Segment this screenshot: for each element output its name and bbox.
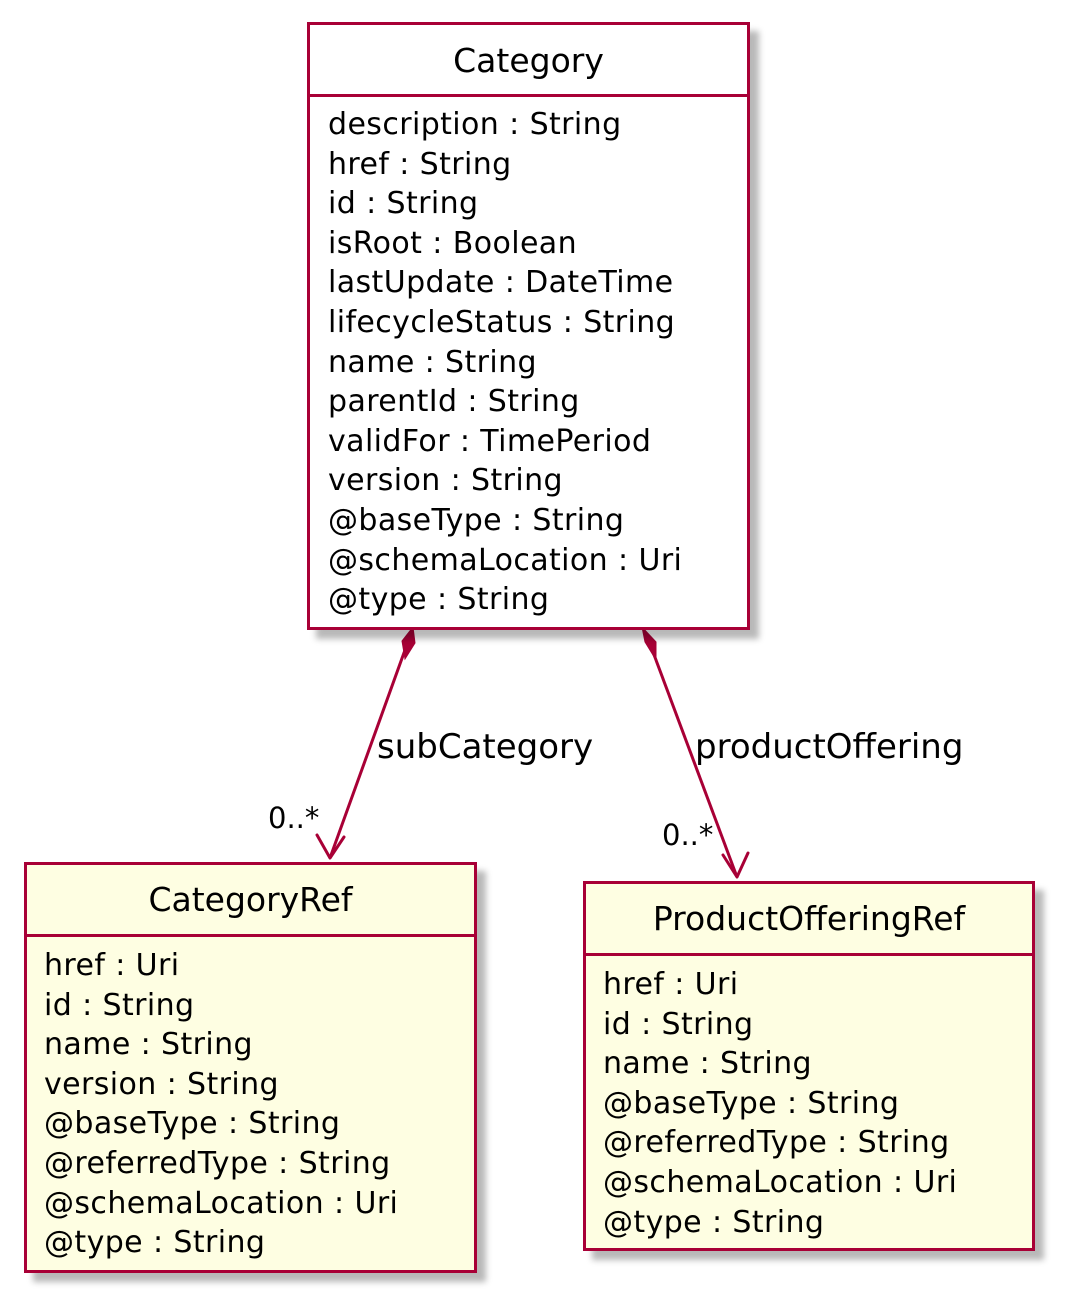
attribute: href : String xyxy=(328,146,512,182)
class-name-category: Category xyxy=(310,25,747,97)
attribute: @referredType : String xyxy=(44,1145,391,1181)
attribute: name : String xyxy=(603,1046,812,1082)
attribute: @baseType : String xyxy=(328,502,625,538)
attribute-list-category: description : String href : String id : … xyxy=(310,97,747,620)
attribute: name : String xyxy=(44,1027,253,1063)
subcategory-line xyxy=(328,649,407,859)
attribute: @type : String xyxy=(603,1204,825,1240)
attribute: id : String xyxy=(603,1006,754,1042)
attribute: name : String xyxy=(328,344,537,380)
relation-productoffering: productOffering 0..* xyxy=(641,625,963,879)
attribute: id : String xyxy=(44,987,195,1023)
attribute: href : Uri xyxy=(603,967,739,1002)
attribute: @schemaLocation : Uri xyxy=(328,542,683,578)
productoffering-line xyxy=(651,651,739,878)
attribute: @baseType : String xyxy=(44,1106,341,1142)
attribute: @type : String xyxy=(328,582,550,618)
attribute: parentId : String xyxy=(328,384,580,420)
attribute: isRoot : Boolean xyxy=(328,225,577,261)
productoffering-composition-diamond xyxy=(641,625,657,662)
attribute: validFor : TimePeriod xyxy=(328,423,652,459)
class-productofferingref: ProductOfferingRef href : Uri id : Strin… xyxy=(583,881,1035,1251)
attribute: @schemaLocation : Uri xyxy=(603,1164,958,1200)
attribute: id : String xyxy=(328,186,479,222)
attribute: description : String xyxy=(328,107,622,142)
class-name-productofferingref: ProductOfferingRef xyxy=(586,884,1032,956)
attribute: @referredType : String xyxy=(603,1125,950,1161)
subcategory-multiplicity: 0..* xyxy=(268,801,319,835)
attribute: version : String xyxy=(328,463,563,499)
attribute: lastUpdate : DateTime xyxy=(328,265,674,301)
attribute-list-productofferingref: href : Uri id : String name : String @ba… xyxy=(586,956,1032,1242)
subcategory-label: subCategory xyxy=(377,727,593,767)
attribute: @baseType : String xyxy=(603,1085,900,1121)
subcategory-arrowhead xyxy=(315,833,346,860)
attribute: version : String xyxy=(44,1066,279,1102)
attribute: lifecycleStatus : String xyxy=(328,304,676,340)
class-categoryref: CategoryRef href : Uri id : String name … xyxy=(24,862,477,1273)
attribute: @schemaLocation : Uri xyxy=(44,1185,399,1221)
productoffering-label: productOffering xyxy=(695,727,963,767)
subcategory-composition-diamond xyxy=(401,625,416,661)
attribute: href : Uri xyxy=(44,948,180,983)
class-name-categoryref: CategoryRef xyxy=(27,865,474,937)
class-category: Category description : String href : Str… xyxy=(307,22,750,630)
attribute: @type : String xyxy=(44,1225,266,1261)
relation-subcategory: subCategory 0..* xyxy=(268,625,593,860)
productoffering-multiplicity: 0..* xyxy=(662,818,713,852)
attribute-list-categoryref: href : Uri id : String name : String ver… xyxy=(27,937,474,1263)
productoffering-arrowhead xyxy=(721,851,750,879)
